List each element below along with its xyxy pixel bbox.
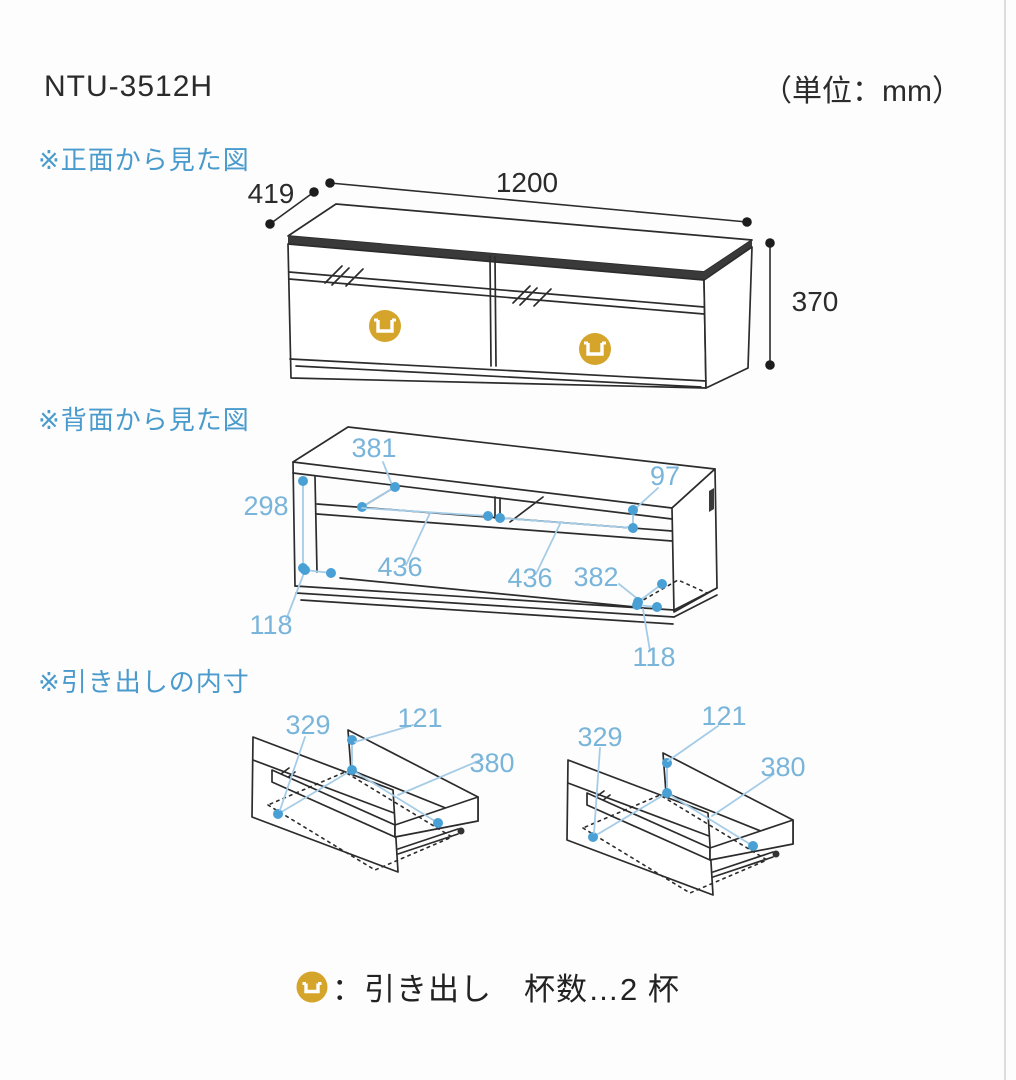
- dim-top-gap-97: 97: [628, 461, 680, 533]
- dim-drawer-width: 329: [577, 722, 622, 752]
- drawer-handle-icon: [296, 971, 328, 1002]
- center-divider: [489, 255, 497, 367]
- dim-depth-419: 419: [248, 178, 319, 229]
- dim-bottom-left-118: 118: [249, 565, 336, 640]
- hidden-corner-dotted: [637, 579, 708, 604]
- dim-drawer-depth: 380: [469, 748, 514, 778]
- flap-rail-lines: [288, 271, 705, 315]
- top-board-thickness: [292, 472, 673, 520]
- dim-shelf-depth-381: 381: [351, 433, 400, 512]
- glass-reflection-left: [324, 265, 364, 287]
- back-view-heading: ※背面から見た図: [38, 405, 250, 435]
- dim-drawer-height: 121: [701, 701, 746, 731]
- svg-text:370: 370: [792, 286, 839, 317]
- leader-lines: [593, 725, 775, 834]
- left-post-edges: [292, 461, 318, 587]
- open-drawer-shape: [251, 729, 479, 873]
- back-view-diagram: 298 381 436 436 97 382: [243, 426, 718, 672]
- leader-lines: [279, 724, 484, 811]
- open-drawer-shape: [566, 752, 794, 896]
- dim-side-height-298: 298: [243, 476, 308, 573]
- legend: ：引き出し 杯数…2 杯: [296, 964, 680, 1009]
- svg-text:436: 436: [507, 563, 552, 593]
- svg-text:1200: 1200: [496, 167, 558, 198]
- svg-text:381: 381: [351, 433, 396, 463]
- scan-edge-artifact: [1004, 0, 1006, 1080]
- drawer-view-heading: ※引き出しの内寸: [38, 667, 250, 697]
- dim-drawer-height: 121: [397, 703, 442, 733]
- svg-text:419: 419: [248, 178, 295, 209]
- front-top-edge-band-right: [704, 240, 752, 279]
- front-top-edge-band: [288, 236, 704, 280]
- bottom-right-edges: [673, 587, 718, 618]
- unit-note: （単位：mm）: [762, 75, 962, 108]
- dim-drawer-depth: 380: [760, 752, 805, 782]
- drawer-handle-icon: [369, 310, 401, 342]
- right-side-face: [703, 246, 753, 389]
- dim-drawer-width: 329: [285, 710, 330, 740]
- svg-text:382: 382: [573, 562, 618, 592]
- base-lines: [289, 358, 707, 388]
- svg-text:97: 97: [650, 461, 680, 491]
- svg-text:436: 436: [377, 552, 422, 582]
- drawer-handle-icon: [579, 333, 611, 365]
- model-number: NTU-3512H: [44, 70, 214, 103]
- drawer-diagram-2: 329 121 380: [566, 701, 806, 896]
- dim-width-1200: 1200: [325, 167, 752, 227]
- drawer-diagram-1: 329 121 380: [251, 703, 515, 873]
- legend-text: ：引き出し 杯数…2 杯: [332, 972, 680, 1007]
- front-view-diagram: 1200 419 370: [248, 167, 838, 389]
- svg-text:298: 298: [243, 491, 288, 521]
- dim-bottom-right-118: 118: [632, 600, 676, 672]
- dim-bottom-depth-382: 382: [573, 562, 667, 607]
- svg-text:118: 118: [249, 610, 292, 640]
- bottom-board-lines: [294, 577, 675, 625]
- dim-right-bay-436: 436: [495, 513, 634, 593]
- glass-reflection-right: [512, 285, 552, 307]
- dim-height-370: 370: [765, 238, 838, 370]
- dim-left-bay-436: 436: [361, 507, 493, 582]
- side-notch: [709, 488, 714, 512]
- svg-text:118: 118: [632, 642, 675, 672]
- front-view-heading: ※正面から見た図: [38, 145, 250, 175]
